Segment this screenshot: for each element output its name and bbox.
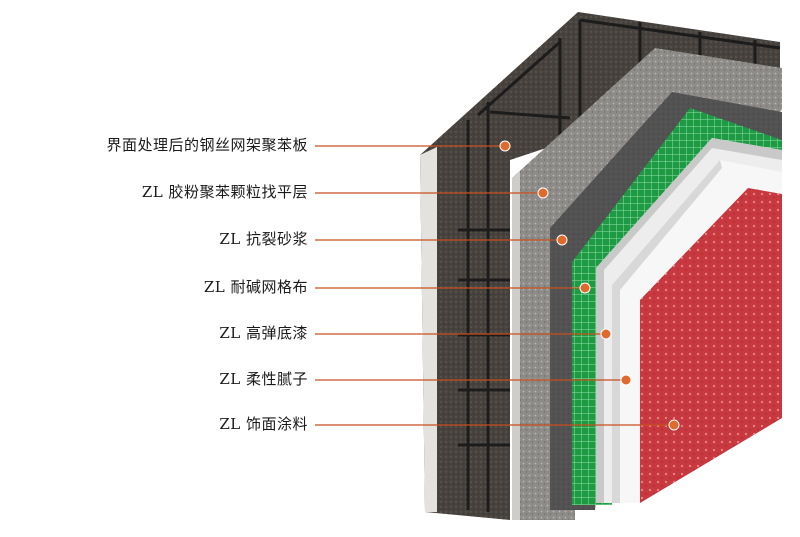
marker-dot-elastic-primer <box>600 328 612 340</box>
marker-dot-alkali-mesh <box>579 282 591 294</box>
steel-mesh-board-layer <box>420 12 781 520</box>
marker-dot-finish-coating <box>668 419 680 431</box>
layer-label-finish-coating: ZL 饰面涂料 <box>219 415 308 433</box>
layer-label-elastic-primer: ZL 高弹底漆 <box>219 324 308 342</box>
layer-label-granule-leveling: ZL 胶粉聚苯颗粒找平层 <box>141 183 308 201</box>
elastic-primer-layer <box>596 138 782 503</box>
marker-dot-granule-leveling <box>537 187 549 199</box>
granule-leveling-layer <box>512 48 782 520</box>
alkali-mesh-layer <box>572 108 782 505</box>
crack-mortar-layer <box>550 92 782 510</box>
layer-label-flexible-putty: ZL 柔性腻子 <box>219 370 308 388</box>
layer-label-crack-mortar: ZL 抗裂砂浆 <box>219 230 308 248</box>
marker-dot-steel-mesh-board <box>499 140 511 152</box>
marker-dot-crack-mortar <box>556 234 568 246</box>
marker-dot-flexible-putty <box>620 374 632 386</box>
layer-label-steel-mesh-board: 界面处理后的钢丝网架聚苯板 <box>106 136 308 154</box>
flexible-putty-layer <box>612 160 782 503</box>
layer-label-alkali-mesh: ZL 耐碱网格布 <box>203 278 308 296</box>
